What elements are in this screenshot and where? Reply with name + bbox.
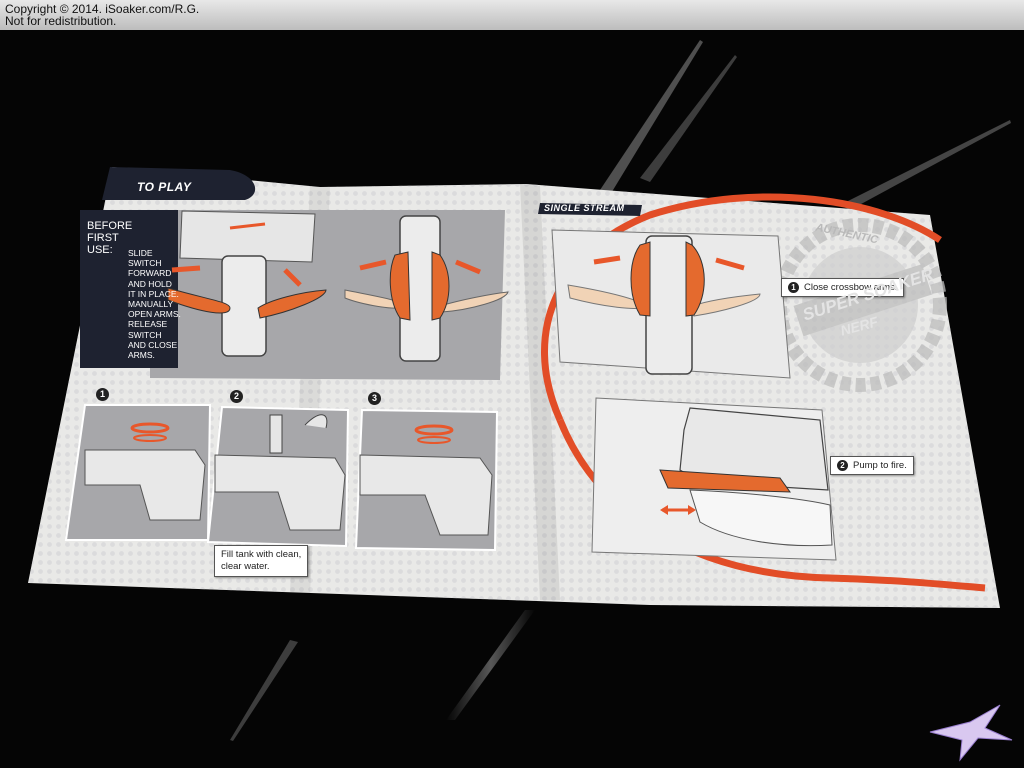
close-arms-caption: Close crossbow arms. [804,282,898,293]
close-arms-panel [551,229,791,379]
step-panels [64,404,499,552]
background-light-streaks [230,40,1011,741]
step-3-number: 3 [368,392,381,405]
pump-panel [591,397,837,561]
copyright-watermark: Copyright © 2014. iSoaker.com/R.G. Not f… [0,0,1024,30]
redistribution-line: Not for redistribution. [5,14,117,28]
before-first-use-body: SLIDE SWITCH FORWARD AND HOLD IT IN PLAC… [128,248,181,361]
pump-number: 2 [837,460,848,471]
corner-star-logo [929,704,1013,762]
before-first-use-title: BEFORE FIRST USE: [87,220,133,256]
setup-panel-left [150,210,509,380]
glare-streak [446,610,535,720]
to-play-header-band [102,167,256,200]
step-2-number: 2 [230,390,243,403]
single-stream-header: SINGLE STREAM [544,203,625,213]
fill-tank-caption: Fill tank with clean, clear water. [214,545,309,577]
pump-callout: 2 Pump to fire. [830,456,914,475]
before-first-use-box [80,210,178,368]
copyright-line: Copyright © 2014. iSoaker.com/R.G. [5,2,200,16]
step-1-number: 1 [96,388,109,401]
pump-caption: Pump to fire. [853,460,907,471]
close-arms-callout: 1 Close crossbow arms. [781,278,905,297]
single-stream-header-band [538,203,642,216]
close-arms-number: 1 [788,282,799,293]
to-play-header: TO PLAY [137,180,192,194]
